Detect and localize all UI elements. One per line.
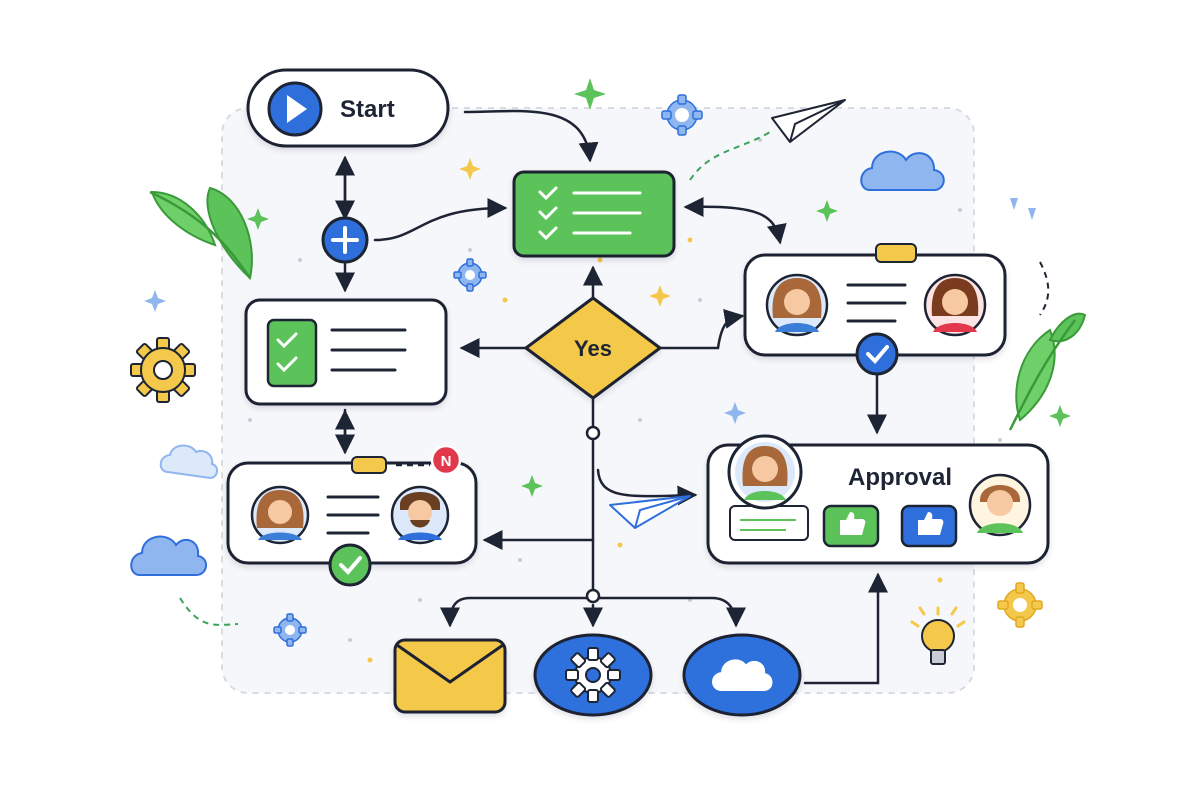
dashed-trail-plane	[689, 131, 771, 181]
avatar	[390, 485, 450, 545]
review-check-badge	[855, 332, 899, 376]
notification-badge: N	[430, 444, 462, 476]
edge-branch-left	[440, 596, 595, 628]
connectors	[335, 109, 888, 685]
approve-button[interactable]	[822, 504, 880, 548]
cloud-icon	[860, 150, 945, 191]
reviewers-tag	[351, 456, 387, 474]
envelope-icon	[396, 643, 504, 684]
gear-icon	[453, 258, 487, 292]
decision-node[interactable]	[524, 296, 662, 400]
confetti-yellow	[367, 237, 943, 663]
gear-icon	[565, 647, 621, 703]
avatar	[250, 485, 310, 545]
avatar	[727, 434, 803, 510]
check-icon	[339, 556, 362, 575]
edge-cloud-to-approval	[803, 572, 888, 685]
confetti-dots	[248, 138, 1002, 642]
form-checklist-icon	[266, 318, 318, 388]
junction-lower	[585, 588, 601, 604]
gear-icon	[661, 94, 703, 136]
gear-icon	[130, 337, 196, 403]
paper-plane-icon	[609, 495, 691, 529]
approval-doc	[729, 505, 809, 541]
edge-plus-to-checklist	[373, 198, 508, 242]
thumbs-up-icon	[918, 512, 944, 535]
plus-button[interactable]	[321, 216, 369, 264]
edge-decision-to-review	[656, 309, 745, 350]
approval-label: Approval	[848, 464, 952, 491]
avatar	[923, 273, 987, 337]
avatar	[765, 273, 829, 337]
svg-text:N: N	[441, 453, 452, 470]
plus-icon	[331, 226, 359, 254]
cloud-icon	[159, 444, 218, 480]
edge-branch-right	[591, 596, 746, 628]
leaf-icon	[1008, 312, 1087, 431]
checklist-icon	[538, 186, 642, 241]
email-node[interactable]	[393, 638, 507, 714]
gear-icon	[273, 613, 307, 647]
gear-icon	[997, 582, 1043, 628]
review-tag	[875, 243, 917, 263]
sparkle-icon	[144, 198, 1036, 424]
lightbulb-icon	[910, 606, 966, 665]
edge-start-to-checklist	[463, 109, 599, 163]
dashed-trail-right	[1039, 261, 1050, 316]
like-button[interactable]	[900, 504, 958, 548]
cloud-icon	[130, 535, 207, 576]
reviewers-text-lines	[326, 495, 380, 535]
leaf-icon	[149, 186, 253, 280]
review-text-lines	[846, 283, 907, 323]
sparkle-icon	[247, 78, 1071, 497]
start-label: Start	[340, 96, 395, 123]
avatar	[968, 473, 1032, 537]
reviewers-check-badge	[328, 543, 372, 587]
dashed-trail-left	[179, 597, 239, 626]
play-icon	[267, 81, 323, 137]
edge-trunk-to-approval	[596, 468, 698, 506]
junction-upper	[585, 425, 601, 441]
decision-label: Yes	[574, 336, 612, 361]
form-text-lines	[330, 328, 407, 372]
sparkle-icon	[459, 158, 671, 307]
thumbs-up-icon	[840, 512, 866, 535]
paper-plane-icon	[771, 99, 846, 143]
cloud-icon	[712, 659, 773, 691]
edge-checklist-to-review	[686, 205, 787, 245]
check-icon	[866, 345, 889, 364]
